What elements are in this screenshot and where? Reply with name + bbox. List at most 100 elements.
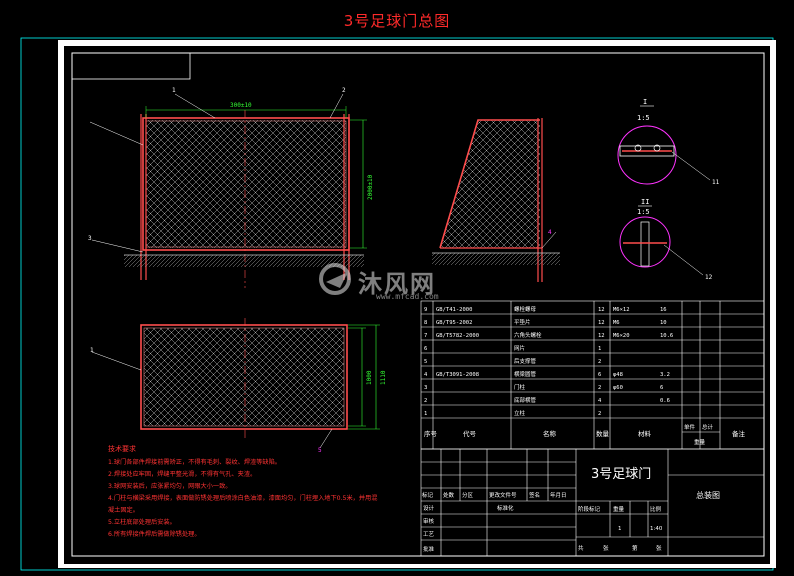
top-view bbox=[91, 318, 380, 449]
bom-cell-name: 门柱 bbox=[514, 383, 526, 391]
bom-cell-name: 立柱 bbox=[514, 409, 526, 417]
side-balloon-4: 4 bbox=[548, 229, 552, 236]
bom-header-material: 材料 bbox=[638, 429, 652, 438]
tb-approve: 批准 bbox=[423, 545, 435, 553]
detail-2-balloon: 12 bbox=[705, 274, 713, 281]
tb-weight: 重量 bbox=[613, 505, 625, 513]
bom-cell-index: 1 bbox=[424, 411, 427, 417]
bom-cell-material: M6 bbox=[613, 320, 620, 326]
bom-cell-index: 8 bbox=[424, 320, 427, 326]
bom-cell-qty: 6 bbox=[598, 372, 601, 378]
tb-drawing-type: 总装图 bbox=[696, 490, 720, 500]
bom-cell-material: φ60 bbox=[613, 385, 623, 391]
bom-cell-qty: 2 bbox=[598, 385, 601, 391]
tb-count: 处数 bbox=[443, 491, 455, 499]
bom-header-note: 备注 bbox=[732, 429, 746, 438]
front-view bbox=[89, 93, 367, 288]
tb-scale-label: 比例 bbox=[650, 505, 662, 513]
bom-header-unit: 单件 bbox=[684, 423, 696, 431]
tb-change-doc: 更改文件号 bbox=[489, 491, 517, 499]
top-balloon-1: 1 bbox=[90, 347, 94, 354]
bom-cell-note: 16 bbox=[660, 307, 667, 313]
front-height-dim: 2000±10 bbox=[367, 174, 374, 200]
tb-process: 工艺 bbox=[423, 531, 435, 538]
watermark-url: www.mfcad.com bbox=[376, 292, 439, 301]
bom-header-name: 名称 bbox=[543, 429, 557, 438]
tb-qty: 1 bbox=[618, 526, 622, 532]
tb-zone: 分区 bbox=[462, 491, 474, 499]
side-view bbox=[432, 118, 560, 282]
bom-cell-code: GB/T41-2000 bbox=[436, 307, 472, 313]
detail-1-balloon: 11 bbox=[712, 179, 720, 186]
tb-stage: 阶段标记 bbox=[578, 505, 601, 513]
bom-cell-material: M6×12 bbox=[613, 307, 630, 313]
top-outer-dim: 1110 bbox=[380, 370, 387, 385]
bom-cell-index: 6 bbox=[424, 346, 427, 352]
front-balloon-1: 1 bbox=[172, 87, 176, 94]
detail-2-scale: 1:5 bbox=[637, 208, 650, 216]
bom-table bbox=[420, 300, 765, 450]
bom-cell-note: 0.6 bbox=[660, 398, 670, 404]
bom-cell-code: GB/T95-2002 bbox=[436, 320, 472, 326]
bom-cell-index: 5 bbox=[424, 359, 427, 365]
drawing-title: 3号足球门总图 bbox=[343, 12, 451, 30]
top-depth-dim: 1000 bbox=[366, 370, 373, 385]
bom-cell-qty: 12 bbox=[598, 320, 605, 326]
bom-header-code: 代号 bbox=[463, 429, 477, 438]
title-block bbox=[420, 448, 765, 557]
bom-cell-code: GB/T3091-2008 bbox=[436, 372, 479, 378]
bom-cell-index: 7 bbox=[424, 333, 427, 339]
tb-design: 设计 bbox=[423, 504, 435, 512]
tb-sheet-label: 张 bbox=[603, 544, 609, 552]
bom-header-qty: 数量 bbox=[596, 429, 610, 438]
note-item: 3.球网安装后，应张紧均匀，网眼大小一致。 bbox=[108, 483, 232, 490]
tb-check: 审核 bbox=[423, 517, 435, 525]
note-item: 2.焊接处应牢固，焊缝平整光滑，不得有气孔、夹渣。 bbox=[108, 471, 257, 478]
bom-cell-material: M6×20 bbox=[613, 333, 630, 339]
bom-cell-name: 网片 bbox=[514, 344, 525, 352]
detail-1-scale: 1:5 bbox=[637, 114, 650, 122]
note-item: 1.球门各部件焊接前需矫正，不得有毛刺、裂纹、焊渣等缺陷。 bbox=[108, 459, 281, 466]
notes-title: 技术要求 bbox=[108, 445, 136, 453]
front-width-dim: 300±10 bbox=[230, 102, 252, 109]
detail-2-id: II bbox=[641, 198, 649, 206]
bom-cell-note: 10 bbox=[660, 320, 667, 326]
bom-cell-code: GB/T5782-2000 bbox=[436, 333, 479, 339]
bom-cell-qty: 2 bbox=[598, 411, 601, 417]
bom-cell-name: 螺栓螺母 bbox=[514, 305, 537, 313]
bom-header-weight: 重量 bbox=[694, 438, 706, 446]
technical-notes: 技术要求 1.球门各部件焊接前需矫正，不得有毛刺、裂纹、焊渣等缺陷。 2.焊接处… bbox=[108, 443, 378, 541]
note-item: 4.门柱与横梁采用焊接，表面做防锈处理后喷涂白色油漆，漆面均匀，门柱埋入地下0.… bbox=[108, 495, 378, 514]
bom-header-total: 总计 bbox=[702, 423, 714, 431]
bom-cell-index: 4 bbox=[424, 372, 428, 378]
note-item: 6.所有焊接件焊后需做除锈处理。 bbox=[108, 531, 201, 538]
bom-cell-material: φ48 bbox=[613, 372, 623, 378]
bom-cell-name: 底部横管 bbox=[514, 396, 537, 404]
bom-cell-index: 3 bbox=[424, 385, 427, 391]
bom-cell-note: 3.2 bbox=[660, 372, 670, 378]
tb-sign: 签名 bbox=[529, 491, 540, 499]
watermark-text: 沐风网 bbox=[358, 270, 436, 298]
bom-cell-note: 10.6 bbox=[660, 333, 673, 339]
detail-views bbox=[617, 105, 711, 276]
bom-cell-name: 平垫片 bbox=[514, 318, 531, 326]
watermark: 沐风网 www.mfcad.com bbox=[318, 262, 488, 304]
tb-sheets-total: 共 bbox=[578, 544, 584, 552]
tb-drawing-name: 3号足球门 bbox=[591, 467, 651, 482]
bom-cell-note: 6 bbox=[660, 385, 663, 391]
bom-cell-name: 后支撑管 bbox=[514, 357, 537, 365]
detail-1-id: I bbox=[643, 98, 647, 106]
tb-mark: 标记 bbox=[422, 491, 434, 499]
top-balloon-5: 5 bbox=[318, 447, 322, 454]
bom-header-index: 序号 bbox=[424, 429, 438, 438]
bom-cell-qty: 12 bbox=[598, 307, 605, 313]
bom-cell-qty: 12 bbox=[598, 333, 605, 339]
bom-cell-qty: 4 bbox=[598, 398, 602, 404]
bom-cell-qty: 2 bbox=[598, 359, 601, 365]
tb-date: 年月日 bbox=[550, 491, 567, 499]
bom-cell-index: 9 bbox=[424, 307, 427, 313]
watermark-logo-icon bbox=[319, 263, 351, 295]
